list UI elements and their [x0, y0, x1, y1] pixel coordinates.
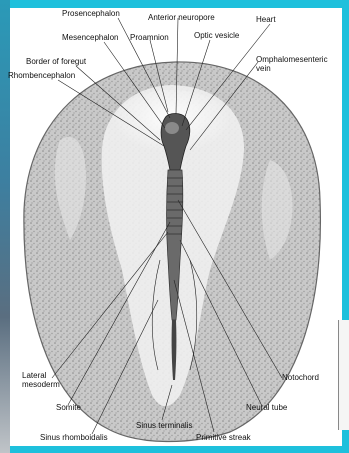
label-anterior-neuropore: Anterior neuropore [148, 13, 215, 22]
label-border-of-foregut: Border of foregut [26, 57, 87, 66]
label-proamnion: Proamnion [130, 33, 169, 42]
label-primitive-streak: Primitive streak [196, 433, 252, 442]
optic-region [165, 122, 179, 134]
label-neural-tube: Neural tube [246, 403, 288, 412]
label-notochord: Notochord [282, 373, 319, 382]
label-somite: Somite [56, 403, 81, 412]
label-prosencephalon: Prosencephalon [62, 9, 120, 18]
label-heart: Heart [256, 15, 276, 24]
label-sinus-rhomboidalis: Sinus rhomboidalis [40, 433, 108, 442]
label-omphalomesenteric-vein: Omphalomesenteric vein [256, 55, 330, 73]
label-rhombencephalon: Rhombencephalon [8, 71, 75, 80]
label-sinus-terminalis: Sinus terminalis [136, 421, 192, 430]
label-optic-vesicle: Optic vesicle [194, 31, 240, 40]
label-mesencephalon: Mesencephalon [62, 33, 118, 42]
